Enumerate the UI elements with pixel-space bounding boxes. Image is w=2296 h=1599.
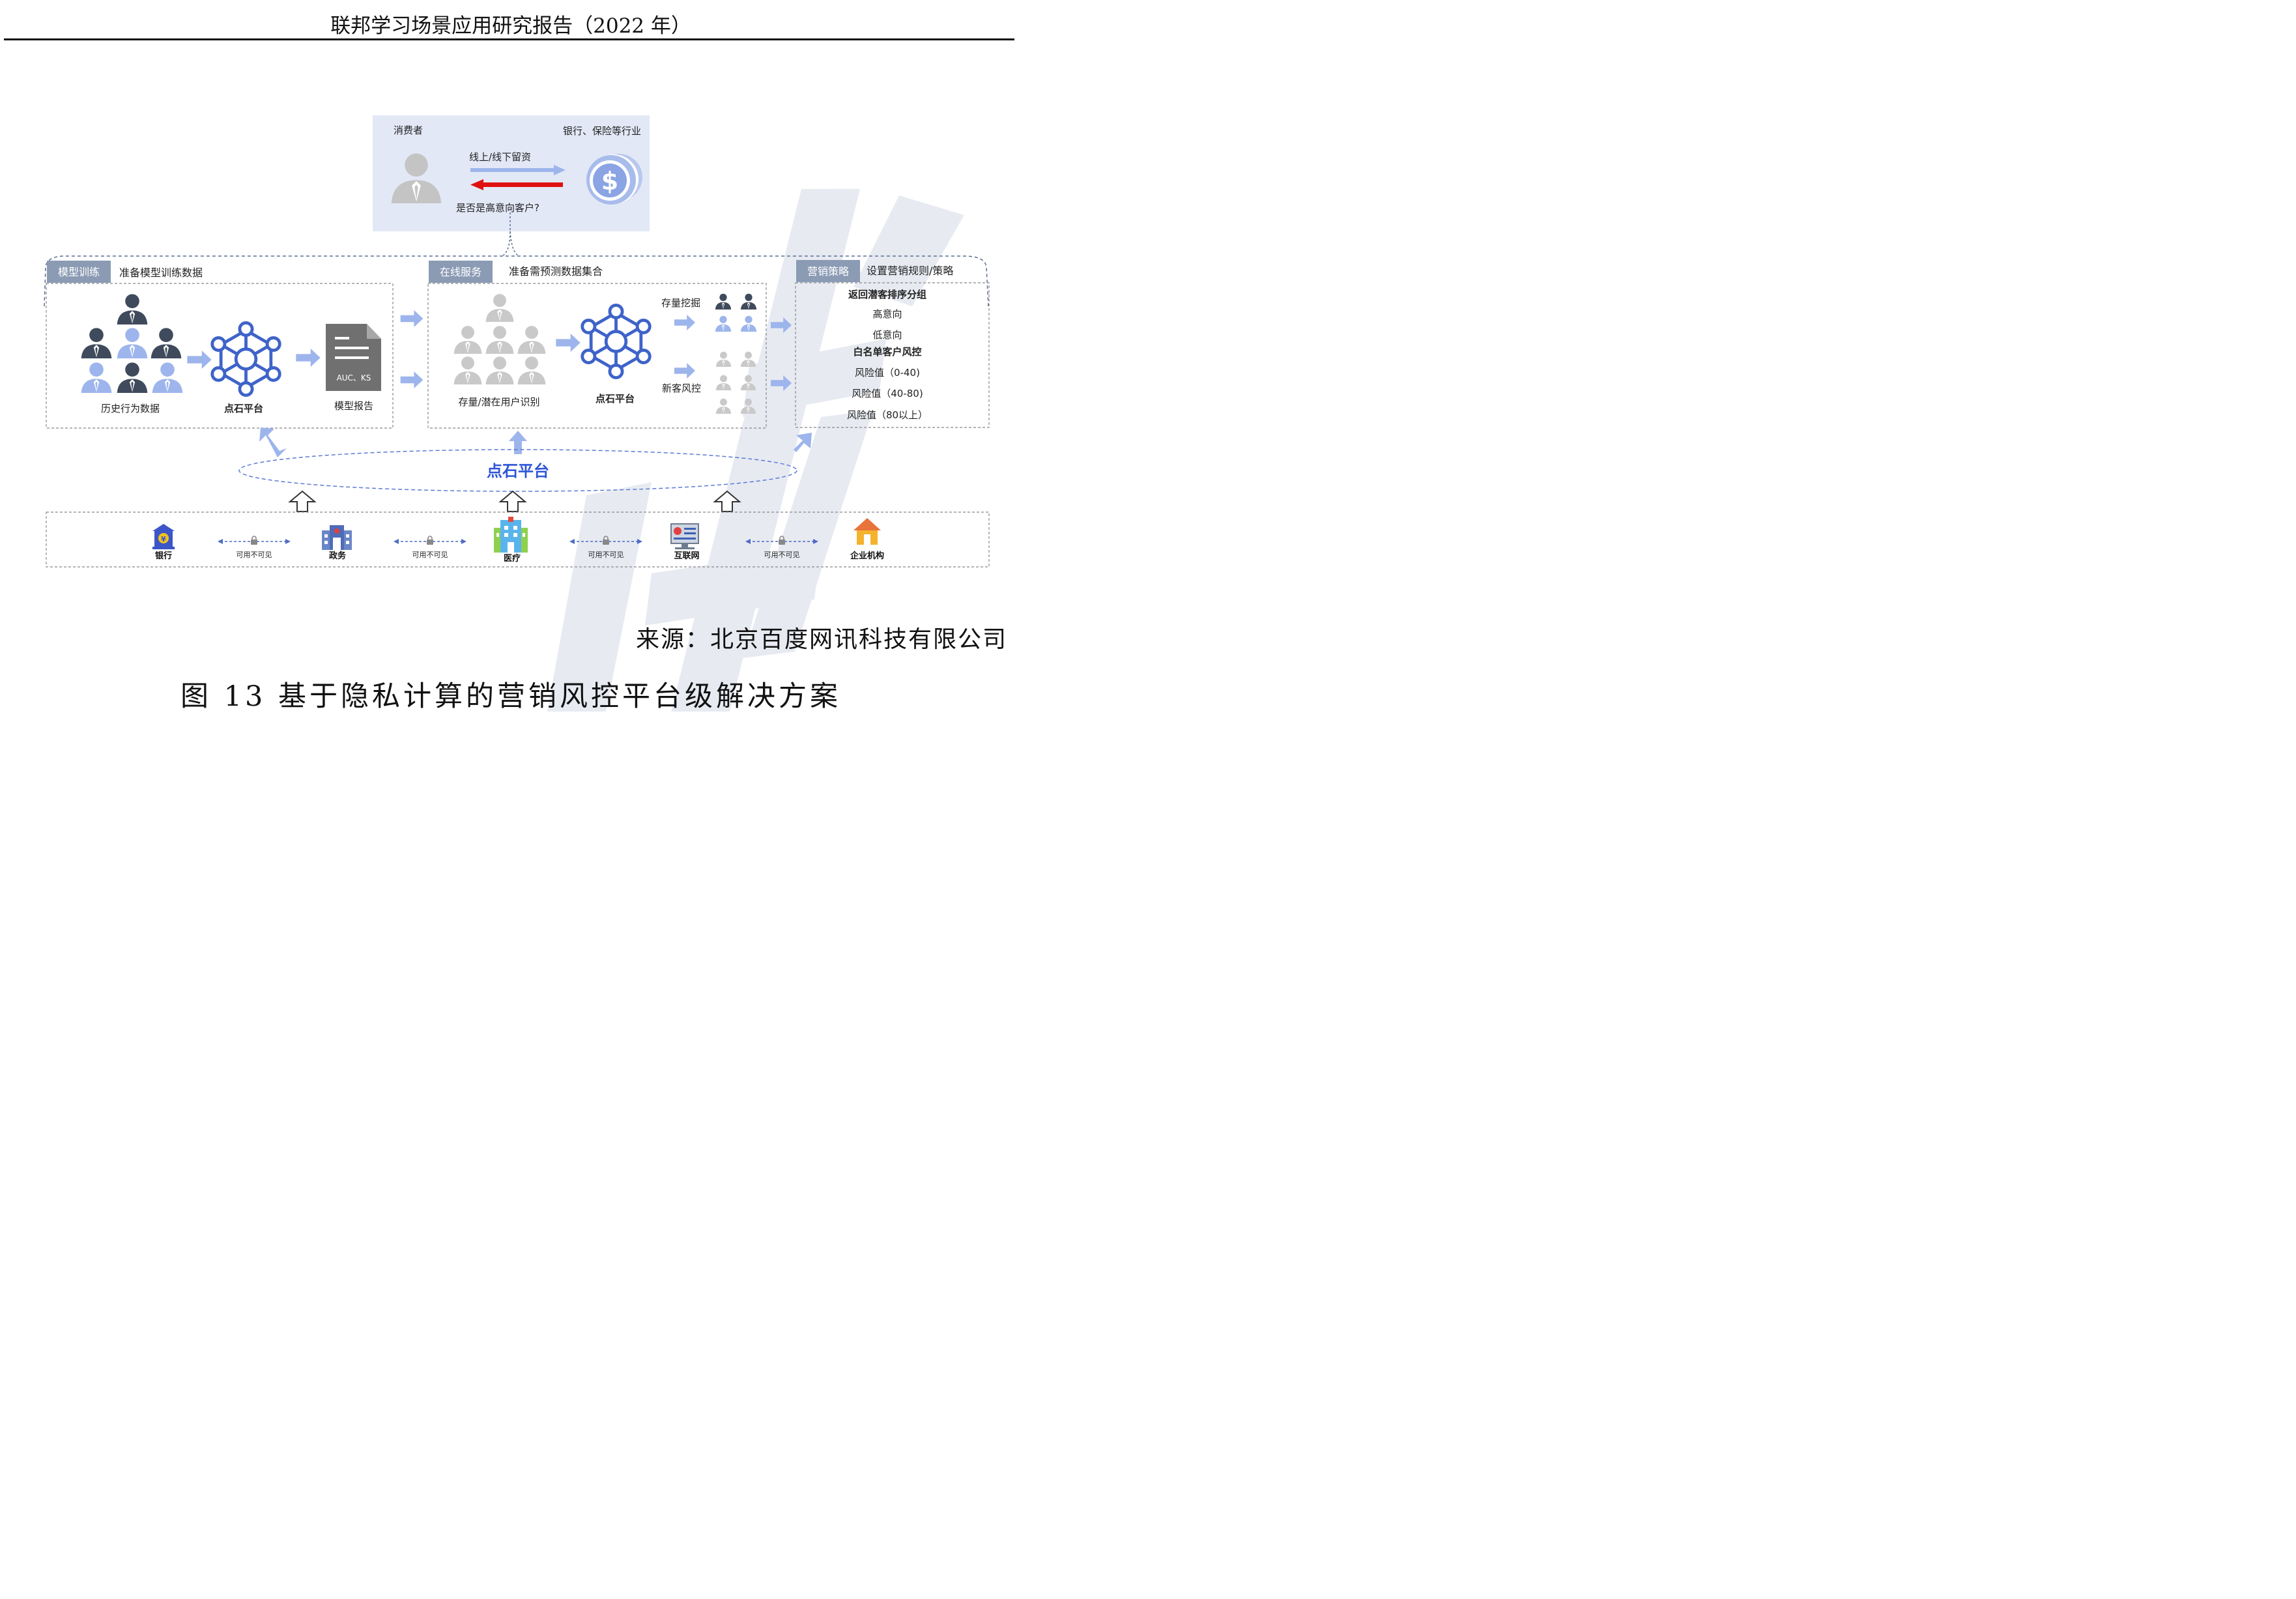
marketing-line-0: 返回潜客排序分组 [848, 289, 926, 300]
online-hub-icon [582, 305, 650, 377]
hollow-up-arrows [288, 490, 741, 512]
industry-label: 银行、保险等行业 [563, 125, 641, 137]
party-label-bank: 银行 [155, 551, 172, 561]
center-platform-ellipse [238, 449, 797, 492]
party-label-government: 政务 [329, 551, 347, 561]
consumer-label: 消费者 [394, 124, 423, 136]
up-arrow-to-training [259, 427, 287, 457]
marketing-line-4: 风险值（0-40) [855, 367, 920, 379]
bank-icon: ¥ [152, 524, 175, 549]
privacy-link-label: 可用不可见 [412, 551, 448, 559]
training-flow-arrow-1 [187, 351, 212, 369]
feedback-arrow-left [470, 179, 563, 190]
mined-customer-icons [715, 293, 757, 332]
training-tag: 模型训练 [58, 266, 100, 278]
report-header-title: 联邦学习场景应用研究报告（2022 年） [330, 14, 691, 38]
diagram-canvas: 消费者 银行、保险等行业 线上/线下留资 $ 是否是高意向客户? 模型训练 准备… [44, 115, 990, 712]
stage-arrow-1 [400, 310, 423, 327]
report-label: 模型报告 [334, 400, 373, 412]
party-label-medical: 医疗 [504, 553, 521, 564]
marketing-line-3: 白名单客户风控 [853, 346, 921, 358]
house-icon [854, 518, 881, 545]
party-label-enterprise: 企业机构 [850, 551, 884, 561]
lock-icon [250, 536, 258, 545]
marketing-line-5: 风险值（40-80) [852, 388, 923, 399]
lock-icon [426, 536, 434, 545]
online-flow-arrow [556, 334, 581, 352]
online-tag: 在线服务 [440, 266, 481, 278]
online-subtitle: 准备需预测数据集合 [509, 265, 603, 278]
party-labels: 银行 政务 医疗 互联网 企业机构 [155, 551, 884, 564]
newrisk-arrow [674, 363, 695, 379]
training-hub-icon [212, 323, 280, 395]
history-people-icons [81, 294, 183, 393]
training-subtitle: 准备模型训练数据 [119, 266, 203, 279]
svg-text:¥: ¥ [161, 535, 166, 543]
marketing-line-1: 高意向 [872, 308, 902, 320]
marketing-panel [795, 282, 990, 428]
mining-label: 存量挖掘 [661, 297, 700, 309]
online-panel [427, 283, 767, 429]
users-label: 存量/潜在用户识别 [458, 396, 539, 408]
lock-icon [778, 536, 786, 545]
mining-arrow [674, 315, 695, 330]
privacy-link-0: 可用不可见 [218, 536, 291, 559]
internet-terminal-icon [670, 523, 699, 549]
privacy-link-3: 可用不可见 [745, 536, 818, 559]
training-platform-label: 点石平台 [224, 403, 263, 414]
marketing-line-6: 风险值（80以上） [847, 409, 928, 421]
training-panel [46, 283, 394, 429]
marketing-subtitle: 设置营销规则/策略 [867, 265, 953, 277]
privacy-links: 可用不可见 可用不可见 可用不可见 可用不可见 [218, 536, 818, 559]
top-connector [502, 209, 519, 256]
hospital-icon [494, 517, 528, 553]
marketing-tag: 营销策略 [807, 265, 849, 278]
svg-text:$: $ [601, 167, 618, 195]
dollar-coin-icon: $ [586, 154, 642, 205]
history-label: 历史行为数据 [101, 403, 160, 414]
report-doc-text: AUC、KS [337, 373, 371, 382]
center-platform-label: 点石平台 [487, 462, 549, 480]
flow-arrow-right [470, 165, 566, 175]
online-tag-bg [429, 261, 493, 283]
privacy-link-label: 可用不可见 [237, 551, 272, 559]
party-label-internet: 互联网 [674, 551, 699, 561]
government-building-icon [322, 525, 352, 550]
header-rule [4, 38, 1014, 40]
source-note: 来源：北京百度网讯科技有限公司 [635, 626, 1007, 653]
privacy-link-label: 可用不可见 [588, 551, 624, 559]
marketing-tag-bg [796, 260, 860, 282]
flow-label: 线上/线下留资 [469, 151, 531, 163]
training-tag-bg [47, 261, 111, 283]
parties-panel [46, 511, 990, 568]
user-pool-icons [453, 294, 546, 384]
privacy-link-1: 可用不可见 [394, 536, 466, 559]
watermark [547, 189, 964, 712]
question-label: 是否是高意向客户? [456, 202, 539, 214]
newrisk-label: 新客风控 [662, 382, 701, 394]
privacy-link-2: 可用不可见 [569, 536, 642, 559]
report-document-icon [326, 324, 381, 391]
figure-caption: 图 13 基于隐私计算的营销风控平台级解决方案 [180, 680, 842, 713]
up-arrow-to-online [509, 431, 527, 454]
up-arrow-to-marketing [794, 433, 812, 452]
online-platform-label: 点石平台 [596, 393, 635, 405]
training-flow-arrow-2 [296, 349, 321, 367]
stage-arrow-2 [400, 371, 423, 388]
privacy-link-label: 可用不可见 [764, 551, 800, 559]
marketing-line-2: 低意向 [872, 329, 902, 341]
